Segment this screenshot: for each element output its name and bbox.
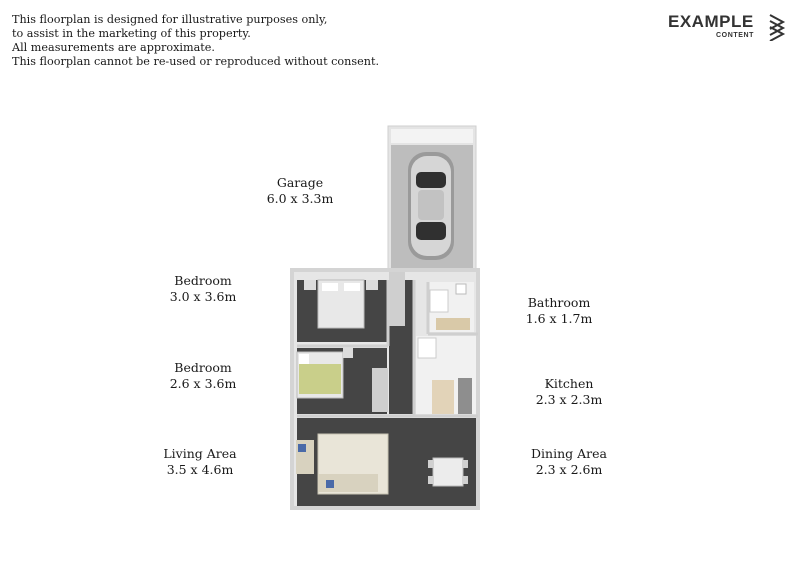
wardrobe [372, 368, 388, 412]
room-name: Bathroom [527, 295, 591, 310]
garage-area [387, 125, 477, 271]
company-logo: EXAMPLE CONTENT [668, 12, 788, 42]
bedroom-2-label: Bedroom 2.6 x 3.6m [153, 360, 253, 392]
room-name: Dining Area [531, 446, 607, 461]
room-size: 2.3 x 2.3m [535, 392, 603, 407]
bedroom-1-label: Bedroom 3.0 x 3.6m [153, 273, 253, 305]
dining-area-label: Dining Area 2.3 x 2.6m [519, 446, 619, 478]
room-size: 1.6 x 1.7m [525, 311, 593, 326]
room-name: Living Area [163, 446, 237, 461]
room-size: 2.6 x 3.6m [169, 376, 237, 391]
room-name: Garage [276, 175, 324, 190]
bathroom-label: Bathroom 1.6 x 1.7m [509, 295, 609, 327]
disclaimer-line: This floorplan is designed for illustrat… [12, 13, 328, 26]
room-name: Kitchen [544, 376, 594, 391]
room-size: 3.5 x 4.6m [166, 462, 234, 477]
logo-chevron-icon [769, 14, 786, 41]
room-size: 6.0 x 3.3m [266, 191, 334, 206]
room-name: Bedroom [174, 273, 232, 288]
disclaimer: This floorplan is designed for illustrat… [12, 13, 379, 69]
car-icon [408, 152, 454, 260]
wardrobe [389, 270, 405, 326]
bed-icon [304, 279, 378, 329]
kitchen-label: Kitchen 2.3 x 2.3m [519, 376, 619, 408]
sofa-icon [296, 433, 389, 495]
logo-main-text: EXAMPLE [668, 12, 754, 31]
disclaimer-line: This floorplan cannot be re-used or repr… [12, 55, 379, 68]
bath-icon [429, 289, 449, 313]
stove-icon [458, 378, 472, 414]
garage-label: Garage 6.0 x 3.3m [250, 175, 350, 207]
room-size: 2.3 x 2.6m [535, 462, 603, 477]
living-area-label: Living Area 3.5 x 4.6m [150, 446, 250, 478]
disclaimer-line: All measurements are approximate. [12, 41, 215, 54]
disclaimer-line: to assist in the marketing of this prope… [12, 27, 251, 40]
room-name: Bedroom [174, 360, 232, 375]
bed-icon [296, 348, 353, 399]
logo-sub-text: CONTENT [716, 32, 755, 39]
dining-table-icon [428, 457, 468, 487]
room-size: 3.0 x 3.6m [169, 289, 237, 304]
